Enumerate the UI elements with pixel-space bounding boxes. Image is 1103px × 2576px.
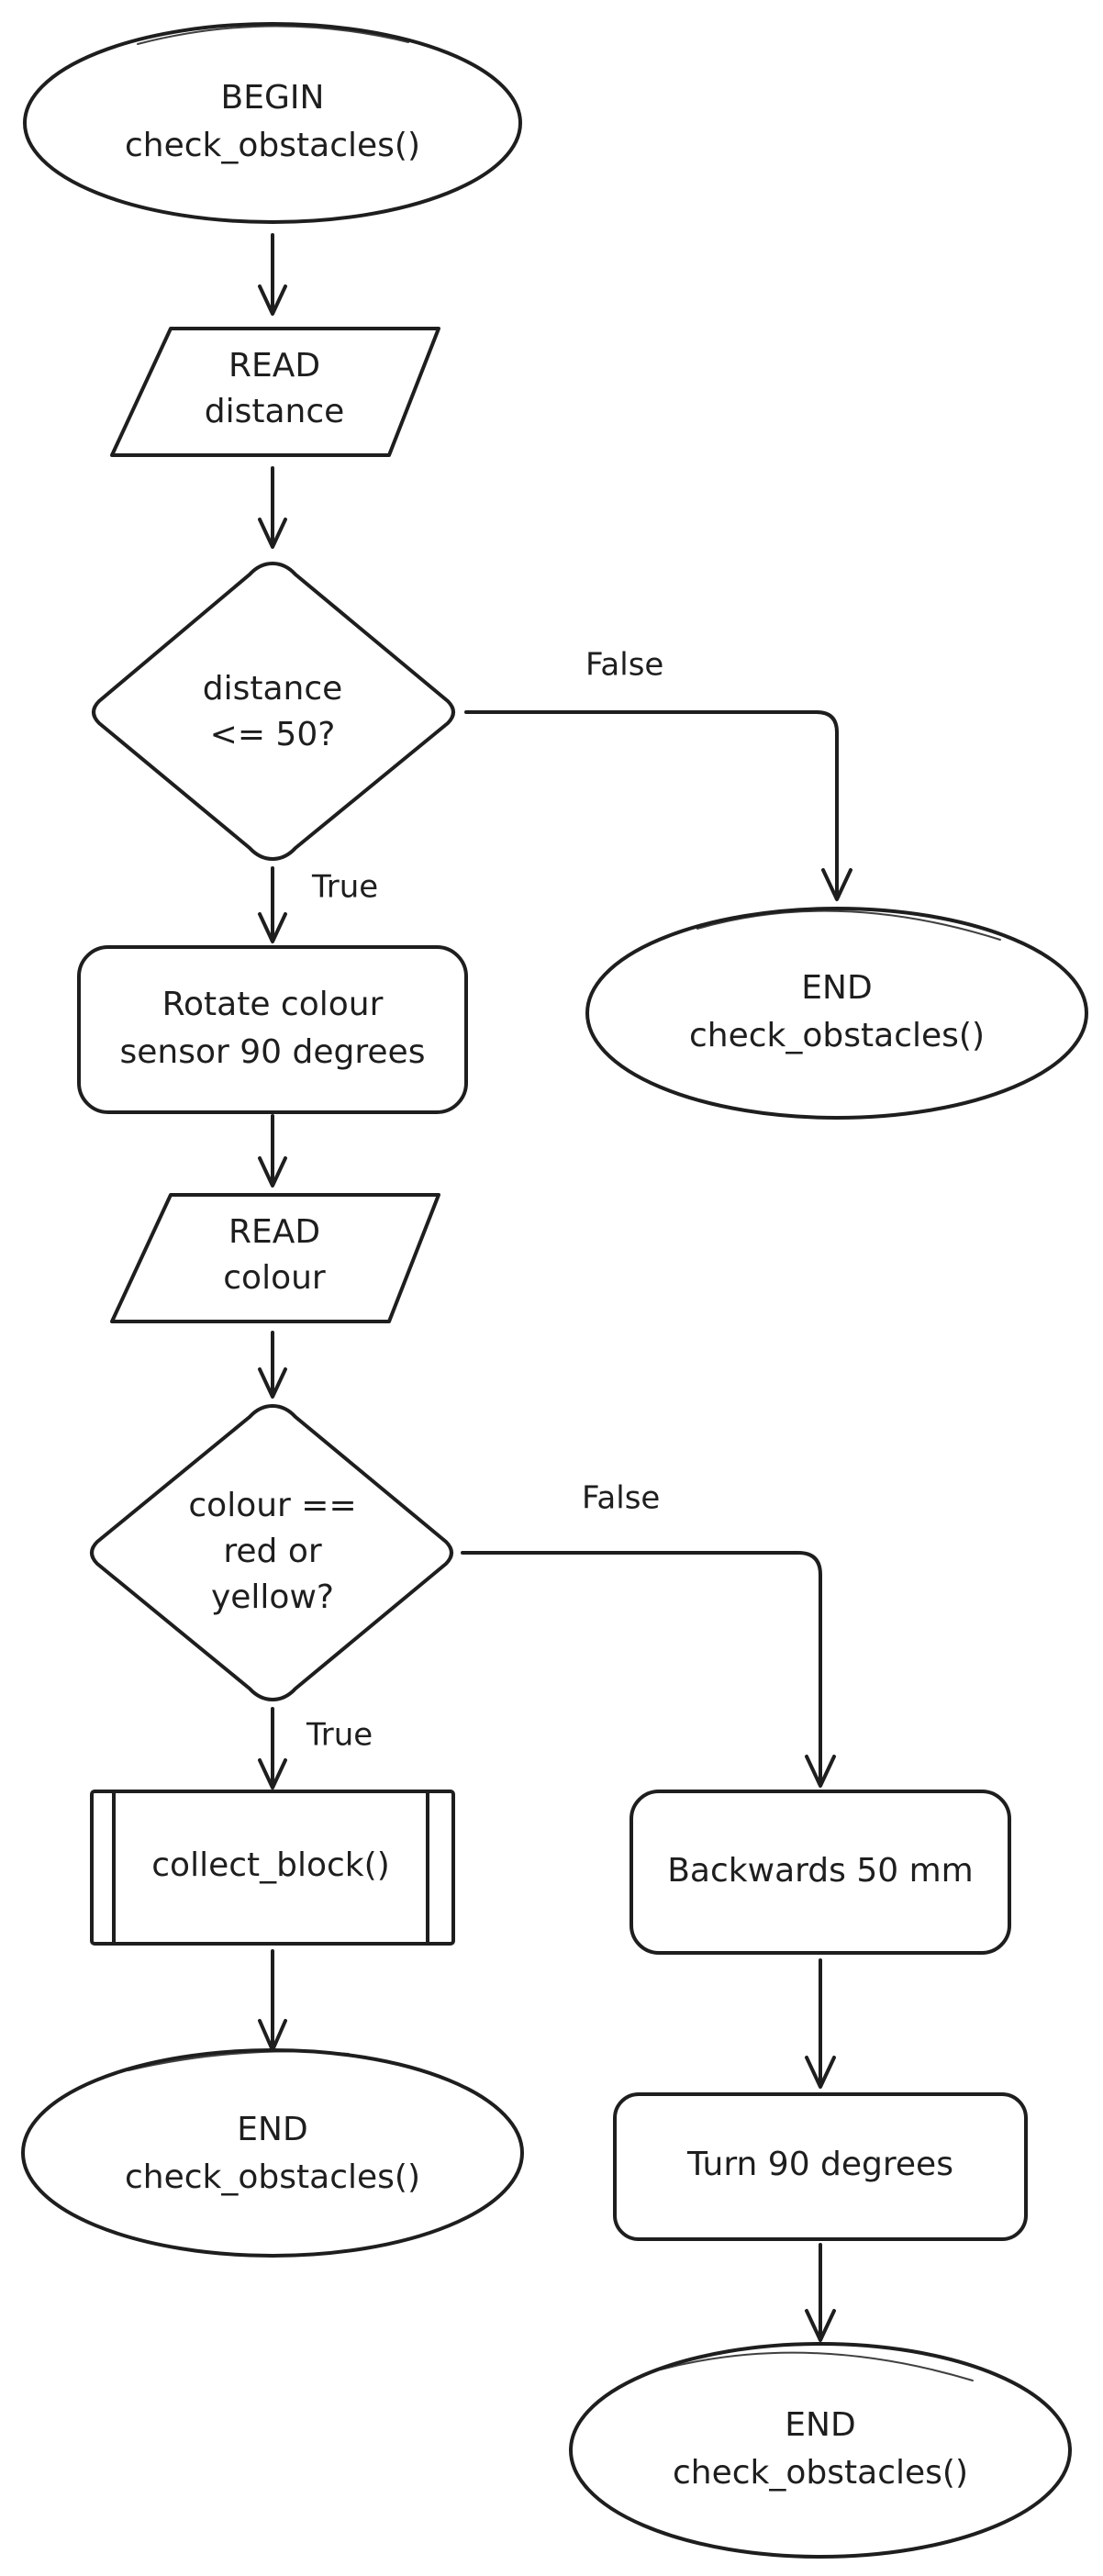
read-distance-keyword: READ <box>228 347 320 385</box>
decision-colour-line1: colour == <box>188 1487 356 1524</box>
decision-distance: distance <= 50? <box>92 562 455 861</box>
begin-label-function: check_obstacles() <box>125 127 420 164</box>
turn-label: Turn 90 degrees <box>686 2146 953 2183</box>
end-terminator-collect: END check_obstacles() <box>21 2048 524 2258</box>
connector-distance-true-to-rotate <box>258 866 287 943</box>
end-top-keyword: END <box>801 969 872 1007</box>
decision-distance-line1: distance <box>203 670 343 708</box>
connector-backwards-to-turn <box>805 1958 836 2089</box>
collect-block-label: collect_block() <box>151 1846 390 1884</box>
end-right-keyword: END <box>785 2406 855 2444</box>
begin-terminator: BEGIN check_obstacles() <box>23 22 522 224</box>
process-rotate-colour-sensor: Rotate colour sensor 90 degrees <box>77 945 468 1114</box>
connector-turn-to-end <box>805 2243 836 2342</box>
rotate-line1: Rotate colour <box>162 986 384 1023</box>
connector-rotate-to-read-colour <box>258 1114 287 1188</box>
decision-distance-line2: <= 50? <box>210 716 336 753</box>
end-right-function: check_obstacles() <box>673 2454 968 2492</box>
decision-colour-line3: yellow? <box>211 1578 334 1616</box>
end-terminator-distance-false: END check_obstacles() <box>585 907 1088 1120</box>
connector-read-colour-to-decision <box>258 1331 287 1399</box>
backwards-label: Backwards 50 mm <box>667 1852 974 1890</box>
connector-colour-true-to-collect <box>258 1707 287 1790</box>
edge-label-distance-false: False <box>585 647 663 684</box>
process-backwards: Backwards 50 mm <box>629 1790 1011 1955</box>
read-distance-input: READ distance <box>110 327 440 457</box>
read-colour-keyword: READ <box>228 1213 320 1251</box>
rotate-line2: sensor 90 degrees <box>120 1033 426 1071</box>
edge-label-colour-true: True <box>306 1717 373 1754</box>
connector-collect-to-end <box>258 1949 287 2052</box>
end-left-function: check_obstacles() <box>125 2158 420 2196</box>
decision-colour: colour == red or yellow? <box>90 1404 453 1701</box>
end-top-function: check_obstacles() <box>689 1017 985 1054</box>
read-colour-input: READ colour <box>110 1193 440 1323</box>
edge-label-colour-false: False <box>582 1480 660 1517</box>
begin-label-keyword: BEGIN <box>221 79 325 117</box>
connector-begin-to-read-distance <box>258 233 287 316</box>
end-left-keyword: END <box>237 2111 307 2148</box>
connector-read-distance-to-decision <box>258 466 287 549</box>
decision-colour-line2: red or <box>223 1533 321 1570</box>
read-distance-variable: distance <box>205 393 345 430</box>
subroutine-collect-block: collect_block() <box>90 1790 455 1946</box>
connector-colour-false-to-backwards <box>461 1551 836 1788</box>
read-colour-variable: colour <box>223 1259 326 1297</box>
connector-distance-false-to-end <box>464 710 852 901</box>
edge-label-distance-true: True <box>311 869 378 906</box>
process-turn: Turn 90 degrees <box>613 2092 1028 2241</box>
end-terminator-turn: END check_obstacles() <box>569 2342 1072 2559</box>
